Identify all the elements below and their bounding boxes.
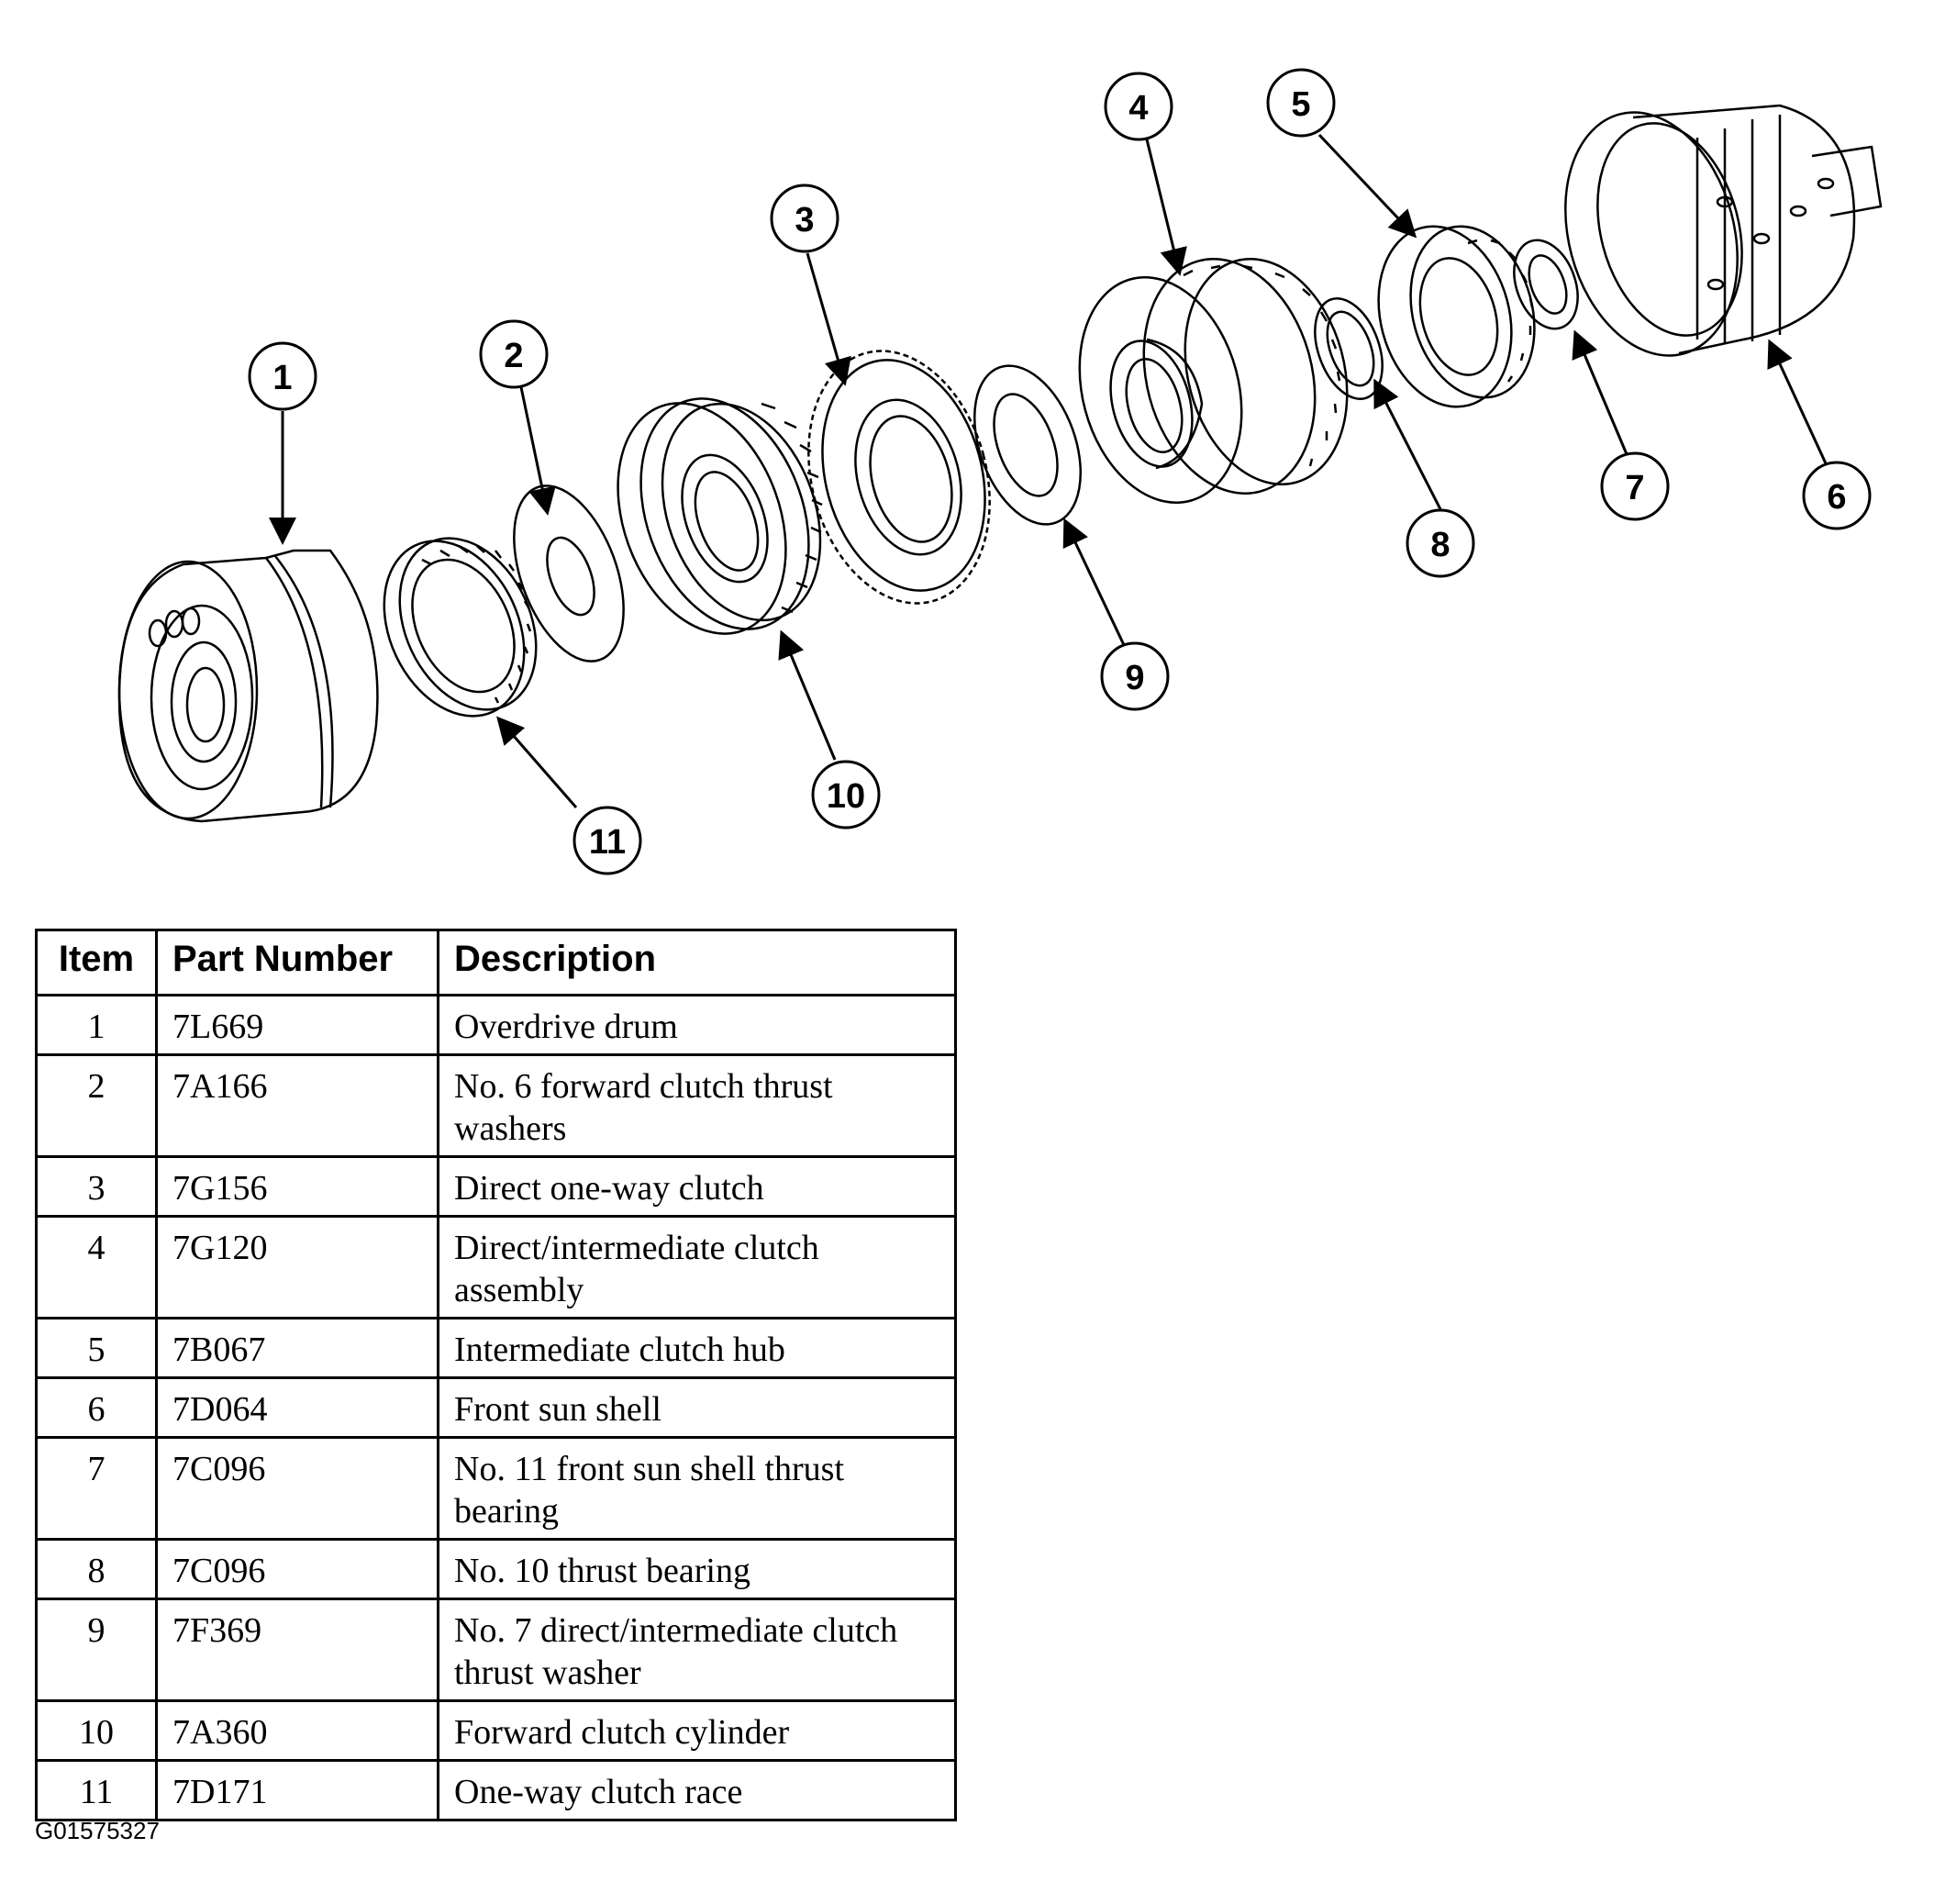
callout-8: 8 (1406, 508, 1475, 578)
row-description: Direct one-way clutch (437, 1155, 957, 1218)
row-description: Forward clutch cylinder (437, 1699, 957, 1762)
row-part-number: 7F369 (155, 1598, 439, 1702)
row-part-number: 7B067 (155, 1317, 439, 1379)
callout-9-label: 9 (1125, 659, 1144, 697)
leader-lines (269, 133, 1828, 808)
table-row: 8 7C096 No. 10 thrust bearing (35, 1538, 957, 1600)
callout-5-label: 5 (1291, 85, 1310, 124)
table-row: 4 7G120 Direct/intermediate clutch assem… (35, 1215, 957, 1319)
callout-11: 11 (572, 806, 642, 875)
row-item: 8 (35, 1538, 158, 1600)
callout-7-label: 7 (1625, 469, 1644, 507)
exploded-parts-diagram: 1 2 3 4 5 6 7 8 9 10 11 (117, 68, 1883, 875)
callout-2-label: 2 (504, 337, 523, 375)
table-header-row: Item Part Number Description (35, 929, 957, 997)
table-row: 9 7F369 No. 7 direct/intermediate clutch… (35, 1598, 957, 1702)
row-description: Direct/intermediate clutch assembly (437, 1215, 957, 1319)
thrust-washer-9-drawing (973, 364, 1083, 526)
row-description: No. 6 forward clutch thrust washers (437, 1053, 957, 1158)
callout-4-label: 4 (1128, 89, 1148, 128)
callout-9: 9 (1100, 641, 1170, 711)
row-description: No. 11 front sun shell thrust bearing (437, 1436, 957, 1541)
row-description: No. 10 thrust bearing (437, 1538, 957, 1600)
row-item: 4 (35, 1215, 158, 1319)
row-item: 2 (35, 1053, 158, 1158)
one-way-clutch-race-drawing (383, 537, 538, 718)
row-item: 6 (35, 1376, 158, 1439)
table-row: 1 7L669 Overdrive drum (35, 994, 957, 1056)
header-description: Description (437, 929, 957, 997)
callout-1-label: 1 (272, 359, 292, 397)
callout-1: 1 (248, 341, 317, 411)
row-description: One-way clutch race (437, 1759, 957, 1821)
header-part-number: Part Number (155, 929, 439, 997)
row-part-number: 7G156 (155, 1155, 439, 1218)
table-row: 3 7G156 Direct one-way clutch (35, 1155, 957, 1218)
callout-10-label: 10 (827, 777, 865, 816)
parts-table: Item Part Number Description 1 7L669 Ove… (35, 929, 957, 1821)
overdrive-drum-drawing (117, 549, 379, 823)
row-part-number: 7G120 (155, 1215, 439, 1319)
figure-id: G01575327 (35, 1817, 160, 1844)
row-description: Intermediate clutch hub (437, 1317, 957, 1379)
row-part-number: 7D171 (155, 1759, 439, 1821)
callout-10: 10 (811, 760, 881, 830)
callout-5: 5 (1266, 68, 1336, 138)
row-description: No. 7 direct/intermediate clutch thrust … (437, 1598, 957, 1702)
callout-7: 7 (1600, 451, 1670, 521)
row-part-number: 7A166 (155, 1053, 439, 1158)
thrust-bearing-8-drawing (1314, 297, 1384, 400)
callout-6: 6 (1802, 461, 1872, 530)
forward-clutch-cylinder-drawing (617, 397, 823, 635)
thrust-bearing-7-drawing (1513, 239, 1579, 330)
row-description: Overdrive drum (437, 994, 957, 1056)
callout-2: 2 (479, 319, 549, 389)
row-part-number: 7A360 (155, 1699, 439, 1762)
row-description: Front sun shell (437, 1376, 957, 1439)
table-row: 10 7A360 Forward clutch cylinder (35, 1699, 957, 1762)
front-sun-shell-drawing (1564, 104, 1883, 357)
row-item: 7 (35, 1436, 158, 1541)
callout-11-label: 11 (589, 823, 626, 862)
row-item: 1 (35, 994, 158, 1056)
row-item: 11 (35, 1759, 158, 1821)
callout-3-label: 3 (795, 201, 814, 239)
table-row: 2 7A166 No. 6 forward clutch thrust wash… (35, 1053, 957, 1158)
row-item: 3 (35, 1155, 158, 1218)
table-row: 6 7D064 Front sun shell (35, 1376, 957, 1439)
header-item: Item (35, 929, 158, 997)
row-part-number: 7C096 (155, 1538, 439, 1600)
row-item: 5 (35, 1317, 158, 1379)
row-part-number: 7L669 (155, 994, 439, 1056)
callout-4: 4 (1104, 72, 1173, 141)
row-part-number: 7C096 (155, 1436, 439, 1541)
table-row: 7 7C096 No. 11 front sun shell thrust be… (35, 1436, 957, 1541)
row-part-number: 7D064 (155, 1376, 439, 1439)
intermediate-clutch-hub-drawing (1377, 225, 1536, 408)
direct-intermediate-clutch-assembly-drawing (1078, 258, 1349, 504)
callout-6-label: 6 (1827, 478, 1846, 517)
callout-3: 3 (770, 184, 839, 253)
table-row: 5 7B067 Intermediate clutch hub (35, 1317, 957, 1379)
row-item: 9 (35, 1598, 158, 1702)
table-row: 11 7D171 One-way clutch race (35, 1759, 957, 1821)
row-item: 10 (35, 1699, 158, 1762)
direct-one-way-clutch-drawing (807, 350, 991, 605)
callout-8-label: 8 (1430, 526, 1450, 564)
